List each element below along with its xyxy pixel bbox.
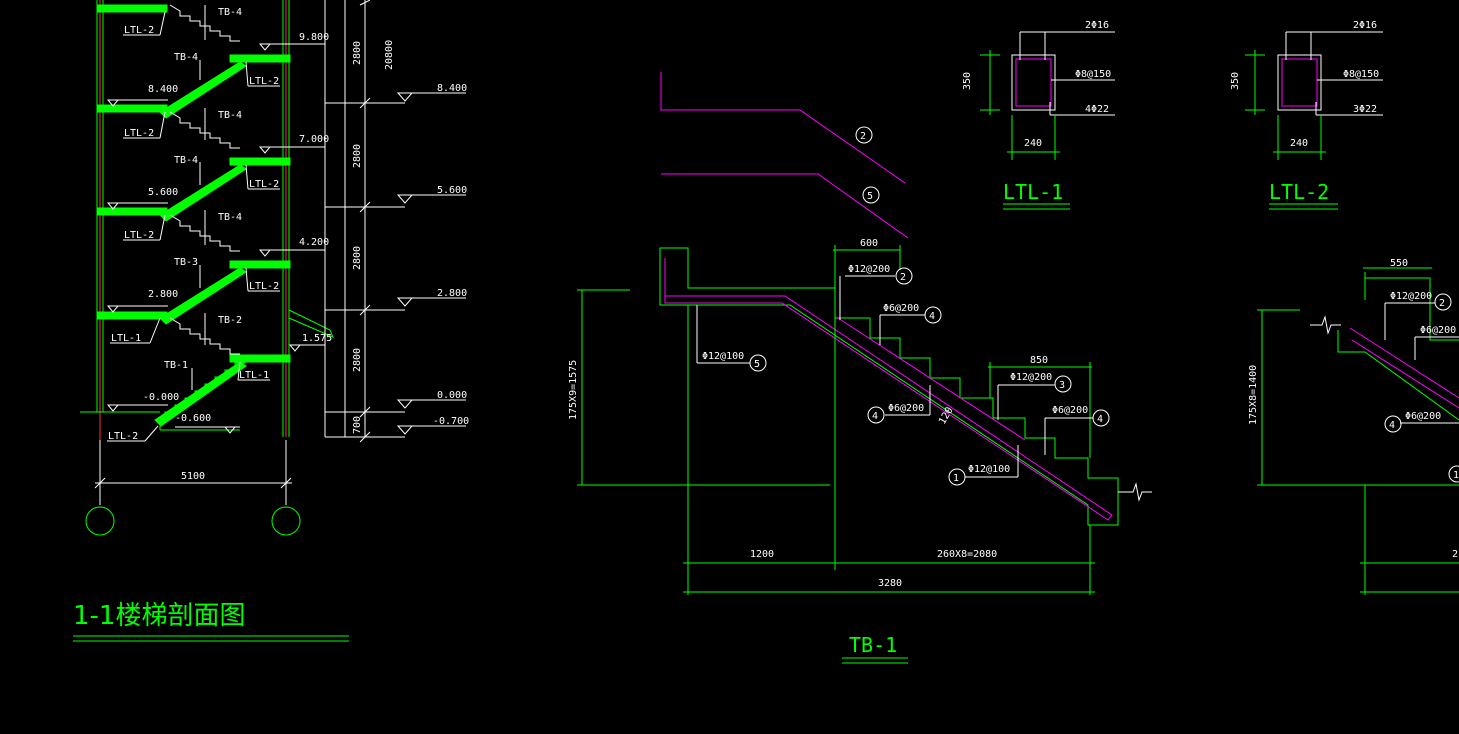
slab-label: TB-3 — [174, 257, 198, 268]
rebar-spec: Φ6@200 — [1052, 405, 1088, 416]
ltl1-stirrup: Φ8@150 — [1075, 69, 1111, 80]
dim-2800: 2800 — [352, 144, 363, 168]
section-title: 1-1楼梯剖面图 — [73, 601, 245, 631]
ltl2-title: LTL-2 — [1269, 180, 1329, 204]
rebar-spec: Φ12@200 — [848, 264, 890, 275]
dim-1200: 1200 — [750, 549, 774, 560]
elev-neg0600: -0.600 — [175, 413, 211, 424]
ltl1-bottom: 4Φ22 — [1085, 104, 1109, 115]
ltl1-title: LTL-1 — [1003, 180, 1063, 204]
detail-mark: 5 — [867, 191, 873, 202]
rebar-mark: 2 — [900, 272, 906, 283]
elev-0000: -0.000 — [143, 392, 179, 403]
tb2-mark: 2 — [1439, 298, 1445, 309]
elev-5600: 5.600 — [148, 187, 178, 198]
tb2-partial: 550 175X8=1400 2 2 Φ12@200 Φ6@200 4 Φ6@2… — [1248, 258, 1459, 595]
axis-bubble — [271, 506, 301, 536]
rebar-mark: 5 — [754, 359, 760, 370]
beam-label: LTL-2 — [124, 230, 154, 241]
right-elev: 0.000 — [437, 390, 467, 401]
beam-label: LTL-2 — [108, 431, 138, 442]
detail-mark: 2 — [860, 131, 866, 142]
elev-1575: 1.575 — [302, 333, 332, 344]
dim-2800: 2800 — [352, 246, 363, 270]
tb2-mark: 4 — [1389, 420, 1395, 431]
ltl2-bottom: 3Φ22 — [1353, 104, 1377, 115]
slab-label: TB-1 — [164, 360, 188, 371]
slab-label: TB-4 — [218, 110, 242, 121]
rebar-spec: Φ6@200 — [883, 303, 919, 314]
beam-label: LTL-2 — [249, 179, 279, 190]
right-elev: -0.700 — [433, 416, 469, 427]
rebar-mark: 4 — [929, 311, 935, 322]
rebar-mark: 4 — [872, 411, 878, 422]
left-dim: 175X9=1575 — [568, 360, 579, 420]
right-elev: 5.600 — [437, 185, 467, 196]
ltl1-width: 240 — [1024, 138, 1042, 149]
ltl2-section: 350 240 2Φ16 Φ8@150 3Φ22 LTL-2 — [1230, 20, 1383, 210]
rebar-spec: Φ12@100 — [702, 351, 744, 362]
dim-850: 850 — [1030, 355, 1048, 366]
tb2-spec: Φ6@200 — [1420, 325, 1456, 336]
dim-700: 700 — [352, 416, 363, 434]
stair-section: 8.400 5.600 2.800 -0.000 -0.600 9.800 7.… — [73, 0, 469, 642]
elev-2800: 2.800 — [148, 289, 178, 300]
elevation-marks — [106, 43, 325, 434]
rebar-spec: Φ12@200 — [1010, 372, 1052, 383]
slab-label: TB-4 — [218, 7, 242, 18]
beam-label: LTL-2 — [249, 281, 279, 292]
tb2-mark: 1 — [1453, 470, 1459, 481]
right-elev: 2.800 — [437, 288, 467, 299]
ltl1-section: 350 240 2Φ16 Φ8@150 4Φ22 LTL-1 — [962, 20, 1115, 210]
tb2-bottom-text: 2 — [1452, 549, 1458, 560]
ltl1-top: 2Φ16 — [1085, 20, 1109, 31]
rebar-mark: 1 — [953, 473, 959, 484]
rebar-spec: Φ6@200 — [888, 403, 924, 414]
rebar-mark: 4 — [1097, 414, 1103, 425]
beam-label: LTL-1 — [239, 370, 269, 381]
elev-4200: 4.200 — [299, 237, 329, 248]
slab-label: TB-4 — [174, 155, 198, 166]
tb1-title: TB-1 — [849, 633, 897, 657]
dim-steps: 260X8=2080 — [937, 549, 997, 560]
ltl2-width: 240 — [1290, 138, 1308, 149]
tb2-left-dim: 175X8=1400 — [1248, 365, 1259, 425]
rebar-spec: Φ12@100 — [968, 464, 1010, 475]
right-elev: 8.400 — [437, 83, 467, 94]
beam-label: LTL-2 — [124, 128, 154, 139]
tb2-spec: Φ6@200 — [1405, 411, 1441, 422]
slab-label: TB-2 — [218, 315, 242, 326]
rebar-mark: 3 — [1059, 380, 1065, 391]
ltl1-height: 350 — [962, 72, 973, 90]
ltl2-height: 350 — [1230, 72, 1241, 90]
width-dim: 5100 — [181, 471, 205, 482]
elev-8400: 8.400 — [148, 84, 178, 95]
dim-600: 600 — [860, 238, 878, 249]
slab-label: TB-4 — [174, 52, 198, 63]
tb1-detail: 2 5 175X9=1575 1200 260X8=2080 3280 600 … — [568, 72, 1152, 664]
dim-total: 3280 — [878, 578, 902, 589]
dim-2800: 2800 — [352, 348, 363, 372]
beam-label: LTL-1 — [111, 333, 141, 344]
ltl2-stirrup: Φ8@150 — [1343, 69, 1379, 80]
axis-bubble — [85, 506, 115, 536]
dim-2800: 2800 — [352, 41, 363, 65]
beam-label: LTL-2 — [124, 25, 154, 36]
beam-label: LTL-2 — [249, 76, 279, 87]
elev-9800: 9.800 — [299, 32, 329, 43]
tb2-spec: Φ12@200 — [1390, 291, 1432, 302]
tb2-dim-550: 550 — [1390, 258, 1408, 269]
elev-7000: 7.000 — [299, 134, 329, 145]
dim-total: 20800 — [384, 40, 395, 70]
slab-label: TB-4 — [218, 212, 242, 223]
ltl2-top: 2Φ16 — [1353, 20, 1377, 31]
